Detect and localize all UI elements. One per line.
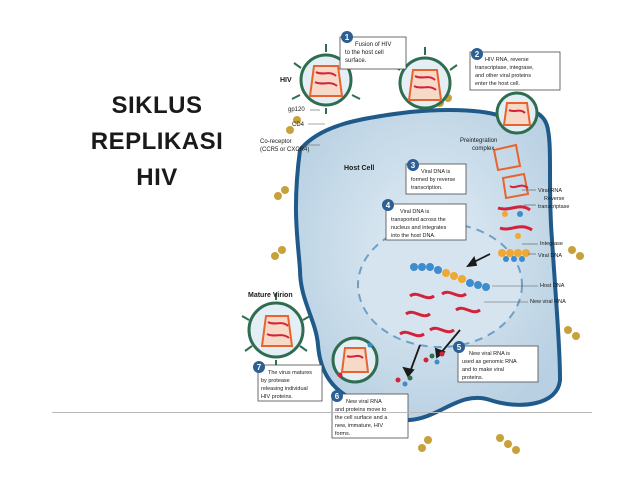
label-preintegration-1: Preintegration bbox=[460, 138, 497, 144]
label-cd4: CD4 bbox=[292, 122, 305, 128]
new-viral-rna bbox=[399, 290, 481, 338]
mature-virion bbox=[241, 293, 311, 366]
label-viral-dna: Viral DNA bbox=[538, 253, 562, 259]
step-2-line-1: HIV RNA, reverse bbox=[485, 57, 529, 63]
label-hiv: HIV bbox=[280, 77, 292, 84]
title-line-2: REPLIKASI bbox=[90, 128, 224, 155]
step-5-line-2: used as genomic RNA bbox=[462, 359, 517, 365]
step-6-line-4: new, immature, HIV bbox=[335, 423, 383, 429]
step-3-line-3: transcription. bbox=[411, 185, 443, 191]
step-2-line-4: enter the host cell. bbox=[475, 81, 520, 87]
step-3-number: 3 bbox=[411, 161, 416, 170]
step-2-callout: 2 HIV RNA, reverse transcriptase, integr… bbox=[469, 48, 561, 91]
step-4-line-3: nucleus and integrates bbox=[391, 225, 447, 231]
bottom-divider bbox=[52, 412, 592, 413]
label-gp120: gp120 bbox=[288, 107, 305, 113]
step-6-callout: 6 New viral RNA and proteins move to the… bbox=[331, 390, 409, 439]
step-2-line-3: and other viral proteins bbox=[475, 73, 531, 79]
step-7-line-4: HIV proteins. bbox=[261, 394, 293, 400]
step-5-number: 5 bbox=[457, 343, 462, 352]
label-preintegration-2: complex bbox=[472, 146, 494, 152]
label-integrase: Integrase bbox=[540, 241, 563, 247]
reverse-transcription-chain bbox=[497, 205, 533, 239]
process-arrows bbox=[402, 253, 491, 378]
label-new-viral-rna: New viral RNA bbox=[530, 299, 566, 305]
step-5-callout: 5 New viral RNA is used as genomic RNA a… bbox=[453, 341, 539, 383]
label-host-cell: Host Cell bbox=[344, 165, 374, 172]
step-4-line-2: transported across the bbox=[391, 217, 446, 223]
step-2-line-2: transcriptase, integrase, bbox=[475, 65, 534, 71]
step-3-callout: 3 Viral DNA is formed by reverse transcr… bbox=[405, 159, 467, 195]
step-4-callout: 4 Viral DNA is transported across the nu… bbox=[382, 199, 467, 241]
step-2-number: 2 bbox=[475, 50, 480, 59]
step-1-callout: 1 Fusion of HIV to the host cell surface… bbox=[339, 31, 407, 70]
hiv-virion-binding bbox=[291, 44, 361, 114]
preintegration-complex bbox=[492, 143, 530, 200]
diagram-labels: HIV gp120 CD4 Co-receptor (CCR5 or CXCR4… bbox=[248, 77, 570, 305]
step-6-number: 6 bbox=[335, 392, 340, 401]
label-reverse-2: transcriptase bbox=[538, 204, 570, 210]
membrane-receptors bbox=[271, 94, 584, 454]
step-5-line-1: New viral RNA is bbox=[469, 351, 510, 357]
label-host-dna: Host DNA bbox=[540, 283, 565, 289]
step-3-line-2: formed by reverse bbox=[411, 177, 455, 183]
step-1-line-2: to the host cell bbox=[345, 50, 384, 56]
step-1-line-1: Fusion of HIV bbox=[355, 42, 391, 48]
step-6-line-3: the cell surface and a bbox=[335, 415, 388, 421]
step-4-number: 4 bbox=[386, 201, 391, 210]
slide-title: SIKLUS REPLIKASI HIV bbox=[72, 88, 242, 196]
step-6-line-1: New viral RNA bbox=[346, 399, 382, 405]
label-viral-rna: Viral RNA bbox=[538, 188, 562, 194]
viral-rna-strand bbox=[509, 184, 529, 189]
viral-proteins bbox=[395, 351, 445, 387]
step-4-line-4: into the host DNA. bbox=[391, 233, 436, 239]
leader-lines bbox=[302, 109, 538, 303]
label-reverse-1: Reverse bbox=[544, 196, 564, 202]
step-7-line-3: releasing individual bbox=[261, 386, 308, 392]
budding-virion bbox=[331, 336, 379, 384]
step-7-number: 7 bbox=[257, 363, 262, 372]
label-mature-virion: Mature Virion bbox=[248, 292, 293, 299]
step-7-line-2: by protease bbox=[261, 378, 290, 384]
step-1-line-3: surface. bbox=[345, 58, 367, 64]
hiv-virion-fusing bbox=[392, 47, 458, 110]
step-5-line-4: proteins. bbox=[462, 375, 484, 381]
step-5-line-3: and to make viral bbox=[462, 367, 504, 373]
step-6-line-2: and proteins move to bbox=[335, 407, 386, 413]
step-7-line-1: The virus matures bbox=[268, 370, 312, 376]
step-4-line-1: Viral DNA is bbox=[400, 209, 429, 215]
capsid-entering bbox=[495, 91, 539, 135]
title-line-3: HIV bbox=[136, 164, 178, 191]
label-coreceptor-1: Co-receptor bbox=[260, 139, 292, 145]
label-coreceptor-2: (CCR5 or CXCR4) bbox=[260, 147, 309, 153]
step-3-line-1: Viral DNA is bbox=[421, 169, 450, 175]
step-1-number: 1 bbox=[345, 33, 350, 42]
step-6-line-5: forms. bbox=[335, 431, 351, 437]
step-7-callout: 7 The virus matures by protease releasin… bbox=[253, 361, 323, 402]
viral-dna bbox=[498, 249, 530, 262]
host-dna bbox=[410, 263, 490, 291]
title-line-1: SIKLUS bbox=[111, 92, 203, 119]
